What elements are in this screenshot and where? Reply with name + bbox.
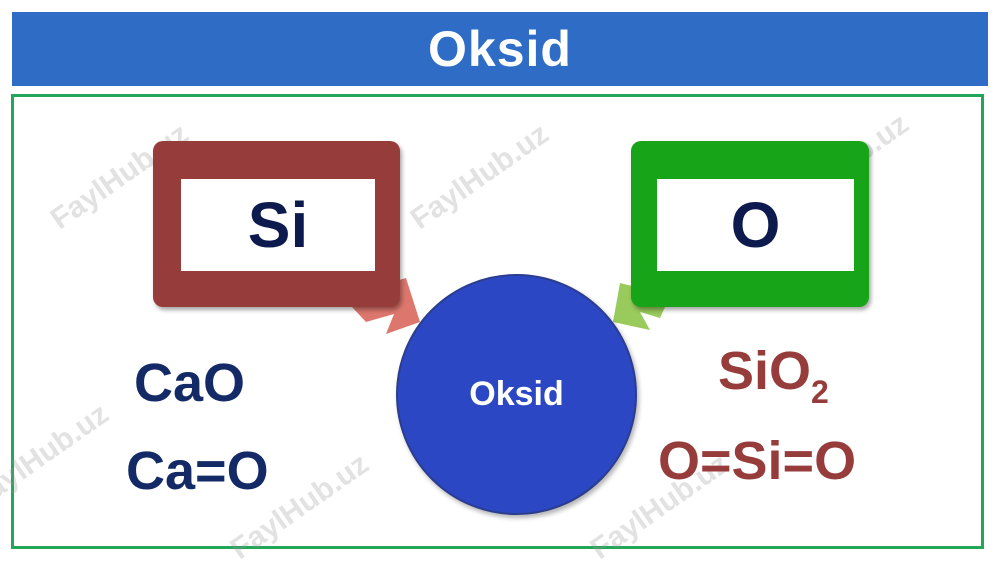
o-element-box: O: [631, 141, 869, 307]
o-label-panel: O: [657, 179, 854, 271]
title-bar: Oksid: [12, 12, 988, 86]
formula-cao: CaO: [134, 353, 246, 413]
page-title: Oksid: [428, 21, 572, 77]
formula-ca-o-structure: Ca=O: [126, 441, 269, 501]
o-label: O: [730, 189, 781, 261]
si-element-box: Si: [153, 141, 400, 307]
formula-o-si-o-structure: O=Si=O: [658, 431, 857, 491]
formula-sio2-subscript: 2: [811, 374, 829, 410]
formula-sio2: SiO2: [718, 340, 829, 410]
si-label: Si: [247, 189, 309, 261]
si-label-panel: Si: [181, 179, 375, 271]
formula-sio2-main: SiO: [718, 341, 812, 401]
circle-label: Oksid: [469, 375, 564, 413]
content-frame: [11, 94, 984, 549]
oksid-circle: Oksid: [396, 274, 637, 515]
